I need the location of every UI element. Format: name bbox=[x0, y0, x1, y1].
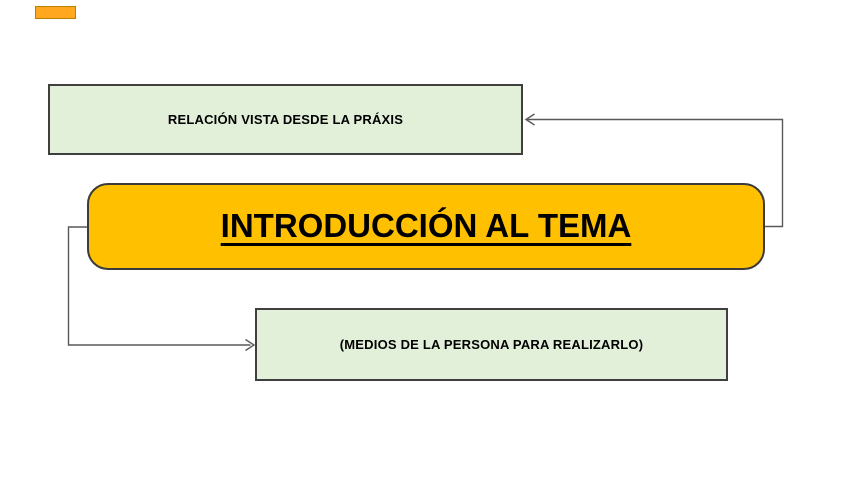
medios-box: (MEDIOS DE LA PERSONA PARA REALIZARLO) bbox=[255, 308, 728, 381]
praxis-box-label: RELACIÓN VISTA DESDE LA PRÁXIS bbox=[167, 111, 404, 127]
praxis-box: RELACIÓN VISTA DESDE LA PRÁXIS bbox=[48, 84, 523, 155]
orange-corner-fragment bbox=[35, 6, 76, 19]
intro-title-text: INTRODUCCIÓN AL TEMA bbox=[220, 207, 632, 245]
arrowhead-right-icon bbox=[245, 338, 256, 352]
arrowhead-left-icon bbox=[524, 113, 535, 126]
medios-box-label: (MEDIOS DE LA PERSONA PARA REALIZARLO) bbox=[339, 336, 644, 352]
intro-title-box: INTRODUCCIÓN AL TEMA bbox=[87, 183, 765, 270]
